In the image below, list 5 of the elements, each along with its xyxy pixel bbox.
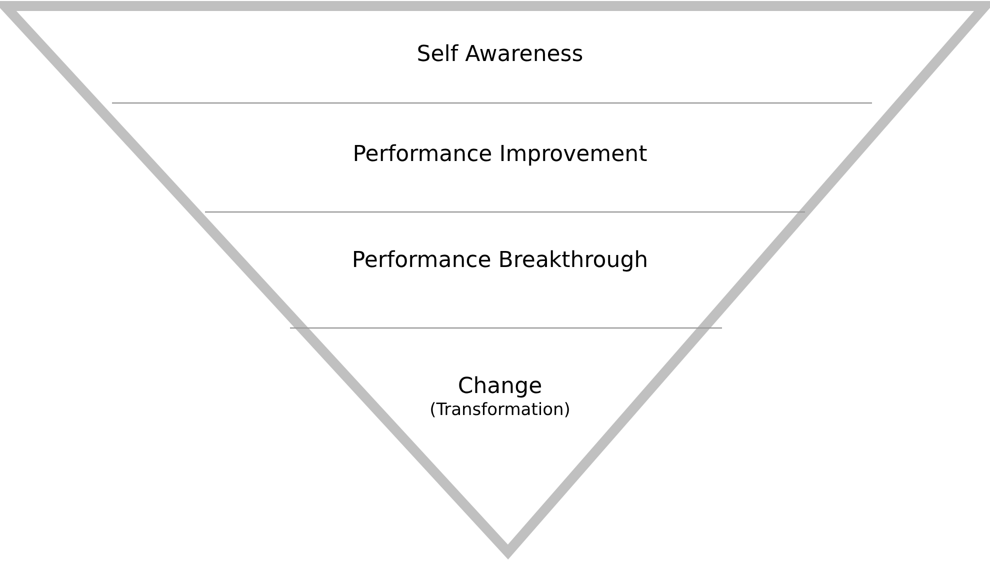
- level-sublabel: (Transformation): [430, 400, 570, 422]
- level-label: Self Awareness: [416, 41, 584, 69]
- level-label: Change: [458, 372, 542, 400]
- level-label: Performance Improvement: [352, 141, 648, 169]
- level-label: Performance Breakthrough: [352, 247, 648, 275]
